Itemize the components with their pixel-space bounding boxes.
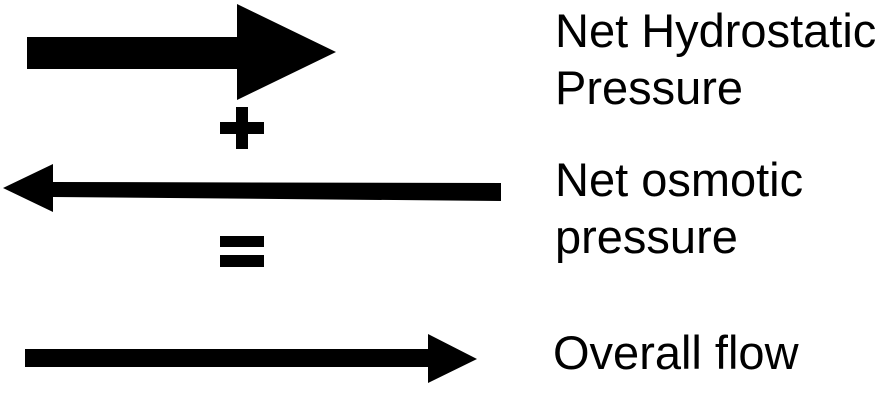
net-hydrostatic-label: Net Hydrostatic Pressure [555, 2, 876, 116]
plus-operator: + [220, 107, 264, 149]
net-hydrostatic-label-line1: Net Hydrostatic [555, 4, 877, 57]
net-hydrostatic-label-line2: Pressure [555, 61, 744, 114]
plus-operator-text: + [220, 107, 221, 108]
overall-flow-right-arrow-icon [25, 334, 477, 383]
net-osmotic-left-arrow-icon [3, 164, 501, 212]
net-osmotic-label-line1: Net osmotic [555, 153, 804, 206]
net-osmotic-label-line2: pressure [555, 210, 738, 263]
plus-vertical-bar [236, 107, 248, 149]
net-hydrostatic-right-arrow-icon [27, 4, 336, 100]
overall-flow-label: Overall flow [553, 324, 799, 381]
equals-operator: = [220, 236, 264, 267]
equals-top-bar [220, 236, 264, 247]
net-osmotic-label: Net osmotic pressure [555, 151, 803, 265]
equals-bottom-bar [220, 255, 264, 267]
overall-flow-label-line1: Overall flow [553, 326, 799, 379]
